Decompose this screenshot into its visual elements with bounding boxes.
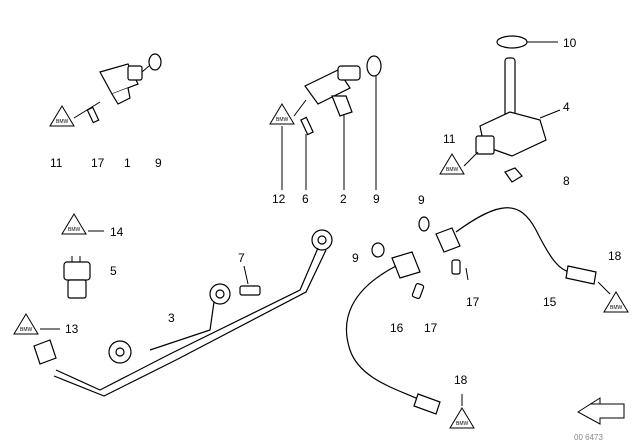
label-9: 9	[352, 251, 359, 265]
label-9: 9	[418, 193, 425, 207]
label-17: 17	[466, 295, 480, 309]
label-15: 15	[543, 295, 557, 309]
label-14: 14	[110, 225, 124, 239]
sensor-5-group: BMW	[61, 213, 104, 299]
svg-text:BMW: BMW	[56, 119, 69, 125]
direction-arrow-icon	[577, 397, 625, 425]
speed-sensor-16-group: BMW	[346, 242, 475, 429]
warning-triangle-icon	[13, 313, 39, 335]
label-5: 5	[110, 264, 117, 278]
label-11: 11	[443, 132, 456, 146]
label-8: 8	[563, 174, 570, 188]
label-4: 4	[563, 100, 570, 114]
label-3: 3	[168, 311, 175, 325]
speed-sensor-15-group: BMW	[418, 207, 629, 313]
label-9: 9	[155, 156, 162, 170]
knock-sensor-harness-3: BMW	[13, 229, 333, 397]
warning-triangle-icon	[603, 291, 629, 313]
label-17: 17	[91, 156, 105, 170]
svg-text:BMW: BMW	[68, 227, 81, 233]
svg-text:BMW: BMW	[456, 421, 469, 427]
label-16: 16	[390, 321, 404, 335]
sensor-2-group: BMW	[269, 55, 382, 190]
warning-triangle-icon	[439, 153, 465, 175]
label-10: 10	[563, 36, 577, 50]
sensor-1-group: BMW	[49, 53, 162, 127]
svg-text:BMW: BMW	[610, 305, 623, 311]
label-7: 7	[238, 251, 245, 265]
svg-text:BMW: BMW	[276, 117, 289, 123]
label-1: 1	[124, 156, 131, 170]
label-2: 2	[340, 192, 347, 206]
diagram-code: 00 6473	[574, 433, 603, 442]
label-17: 17	[424, 321, 438, 335]
label-6: 6	[302, 192, 309, 206]
warning-triangle-icon	[49, 105, 75, 127]
label-18: 18	[608, 249, 622, 263]
warning-triangle-icon	[61, 213, 87, 235]
label-11: 11	[50, 156, 63, 170]
svg-text:BMW: BMW	[20, 327, 33, 333]
svg-text:BMW: BMW	[446, 167, 459, 173]
warning-triangle-icon	[449, 407, 475, 429]
label-12: 12	[272, 192, 286, 206]
label-18: 18	[454, 373, 468, 387]
label-9: 9	[373, 192, 380, 206]
sensor-4-group: BMW	[439, 35, 561, 183]
warning-triangle-icon	[269, 103, 295, 125]
label-13: 13	[65, 322, 79, 336]
